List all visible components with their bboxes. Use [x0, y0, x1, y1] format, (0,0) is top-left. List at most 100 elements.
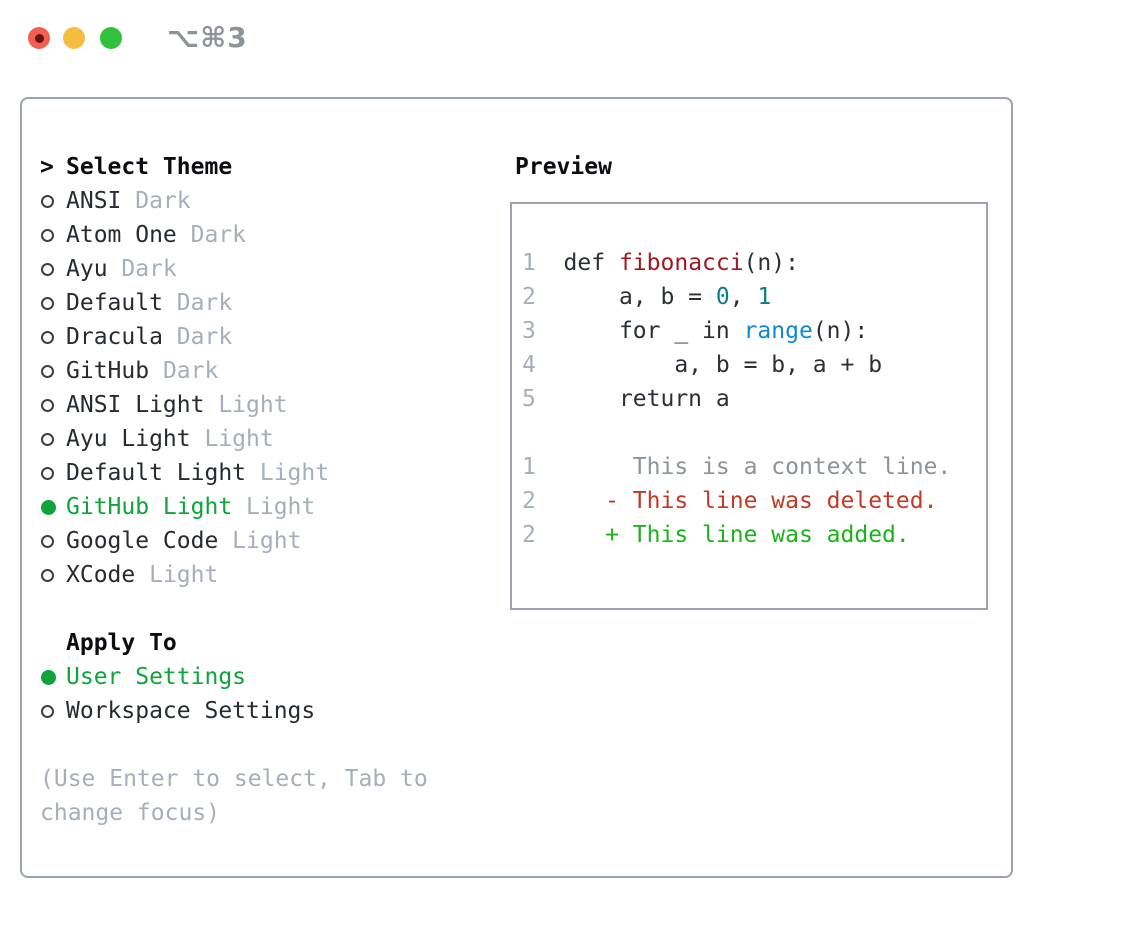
code-segment-number: 0: [715, 284, 730, 310]
hint-line: change focus): [40, 800, 221, 826]
theme-option[interactable]: Dracula Dark: [40, 320, 428, 354]
option-label: GitHub: [66, 358, 150, 384]
apply-to-option[interactable]: Workspace Settings: [40, 694, 428, 728]
code-segment-context: This is a context line.: [535, 454, 952, 480]
radio-unselected-icon: [40, 534, 66, 548]
preview-line: [522, 416, 986, 450]
theme-option[interactable]: Default Dark: [40, 286, 428, 320]
record-dot-icon: [34, 33, 44, 43]
spacer: [40, 592, 428, 626]
option-variant-label: Dark: [107, 256, 177, 282]
option-label: ANSI Light: [66, 392, 205, 418]
select-theme-header: > Select Theme: [40, 150, 428, 184]
hint-text: (Use Enter to select, Tab to change focus…: [40, 762, 428, 830]
line-number: 2: [522, 284, 536, 310]
code-segment-code: def: [535, 250, 619, 276]
option-variant-label: Light: [190, 426, 274, 452]
preview-header: Preview: [515, 150, 988, 184]
radio-selected-icon: [40, 669, 66, 685]
code-segment-added: + This line was added.: [605, 522, 910, 548]
theme-option[interactable]: ANSI Dark: [40, 184, 428, 218]
code-segment-number: 1: [757, 284, 772, 310]
line-number: 1: [522, 250, 536, 276]
preview-line: 1 This is a context line.: [522, 450, 986, 484]
theme-option[interactable]: XCode Light: [40, 558, 428, 592]
keyboard-shortcut-label: ⌥⌘3: [167, 21, 248, 54]
option-label: Default Light: [66, 460, 247, 486]
close-button[interactable]: [28, 27, 50, 49]
code-segment-code: ,: [729, 284, 758, 310]
option-label: Google Code: [66, 528, 219, 554]
preview-line: 3 for _ in range(n):: [522, 314, 986, 348]
line-number: 5: [522, 386, 536, 412]
radio-unselected-icon: [40, 194, 66, 208]
line-number: 1: [522, 454, 536, 480]
theme-picker-right-column: Preview 1 def fibonacci(n):2 a, b = 0, 1…: [500, 150, 988, 610]
option-variant-label: Dark: [121, 188, 191, 214]
apply-to-title: Apply To: [66, 630, 177, 656]
option-variant-label: Light: [232, 494, 316, 520]
radio-unselected-icon: [40, 466, 66, 480]
radio-unselected-icon: [40, 296, 66, 310]
radio-unselected-icon: [40, 704, 66, 718]
radio-unselected-icon: [40, 568, 66, 582]
option-label: User Settings: [66, 664, 247, 690]
option-label: Workspace Settings: [66, 698, 316, 724]
preview-line: 5 return a: [522, 382, 986, 416]
code-segment-function: fibonacci: [618, 250, 744, 276]
minimize-button[interactable]: [63, 27, 85, 49]
preview-line: 2 + This line was added.: [522, 518, 986, 552]
theme-option[interactable]: Ayu Light Light: [40, 422, 428, 456]
code-segment-code: return a: [535, 386, 730, 412]
titlebar: ⌥⌘3: [0, 0, 1140, 76]
code-segment-code: [536, 488, 605, 514]
caret-icon: >: [40, 154, 54, 180]
radio-unselected-icon: [40, 398, 66, 412]
option-label: Atom One: [66, 222, 177, 248]
preview-line: 2 - This line was deleted.: [522, 484, 986, 518]
option-variant-label: Light: [204, 392, 288, 418]
zoom-button[interactable]: [100, 27, 122, 49]
option-variant-label: Dark: [162, 324, 233, 350]
option-label: ANSI: [66, 188, 122, 214]
line-number: 4: [522, 352, 536, 378]
preview-title: Preview: [515, 154, 612, 180]
theme-option[interactable]: Ayu Dark: [40, 252, 428, 286]
radio-unselected-icon: [40, 364, 66, 378]
option-label: Default: [66, 290, 163, 316]
apply-to-header: Apply To: [40, 626, 428, 660]
radio-unselected-icon: [40, 262, 66, 276]
apply-to-option[interactable]: User Settings: [40, 660, 428, 694]
option-variant-label: Dark: [162, 290, 233, 316]
option-label: XCode: [66, 562, 136, 588]
line-number: 2: [522, 522, 536, 548]
theme-option[interactable]: Google Code Light: [40, 524, 428, 558]
option-variant-label: Dark: [176, 222, 247, 248]
theme-option[interactable]: ANSI Light Light: [40, 388, 428, 422]
theme-option[interactable]: Atom One Dark: [40, 218, 428, 252]
option-label: Ayu: [66, 256, 108, 282]
option-label: Ayu Light: [66, 426, 191, 452]
code-segment-code: (n):: [812, 318, 869, 344]
code-segment-code: a, b = b, a + b: [535, 352, 883, 378]
preview-line: 4 a, b = b, a + b: [522, 348, 986, 382]
option-label: GitHub Light: [66, 494, 233, 520]
line-number: 3: [522, 318, 536, 344]
radio-unselected-icon: [40, 228, 66, 242]
preview-line: 2 a, b = 0, 1: [522, 280, 986, 314]
radio-unselected-icon: [40, 330, 66, 344]
theme-option[interactable]: Default Light Light: [40, 456, 428, 490]
code-segment-code: for _ in: [535, 318, 744, 344]
select-theme-title: Select Theme: [66, 154, 233, 180]
radio-selected-icon: [40, 499, 66, 515]
option-variant-label: Light: [218, 528, 302, 554]
theme-option[interactable]: GitHub Light Light: [40, 490, 428, 524]
hint-line: (Use Enter to select, Tab to: [40, 766, 428, 792]
preview-line: 1 def fibonacci(n):: [522, 246, 986, 280]
theme-option[interactable]: GitHub Dark: [40, 354, 428, 388]
